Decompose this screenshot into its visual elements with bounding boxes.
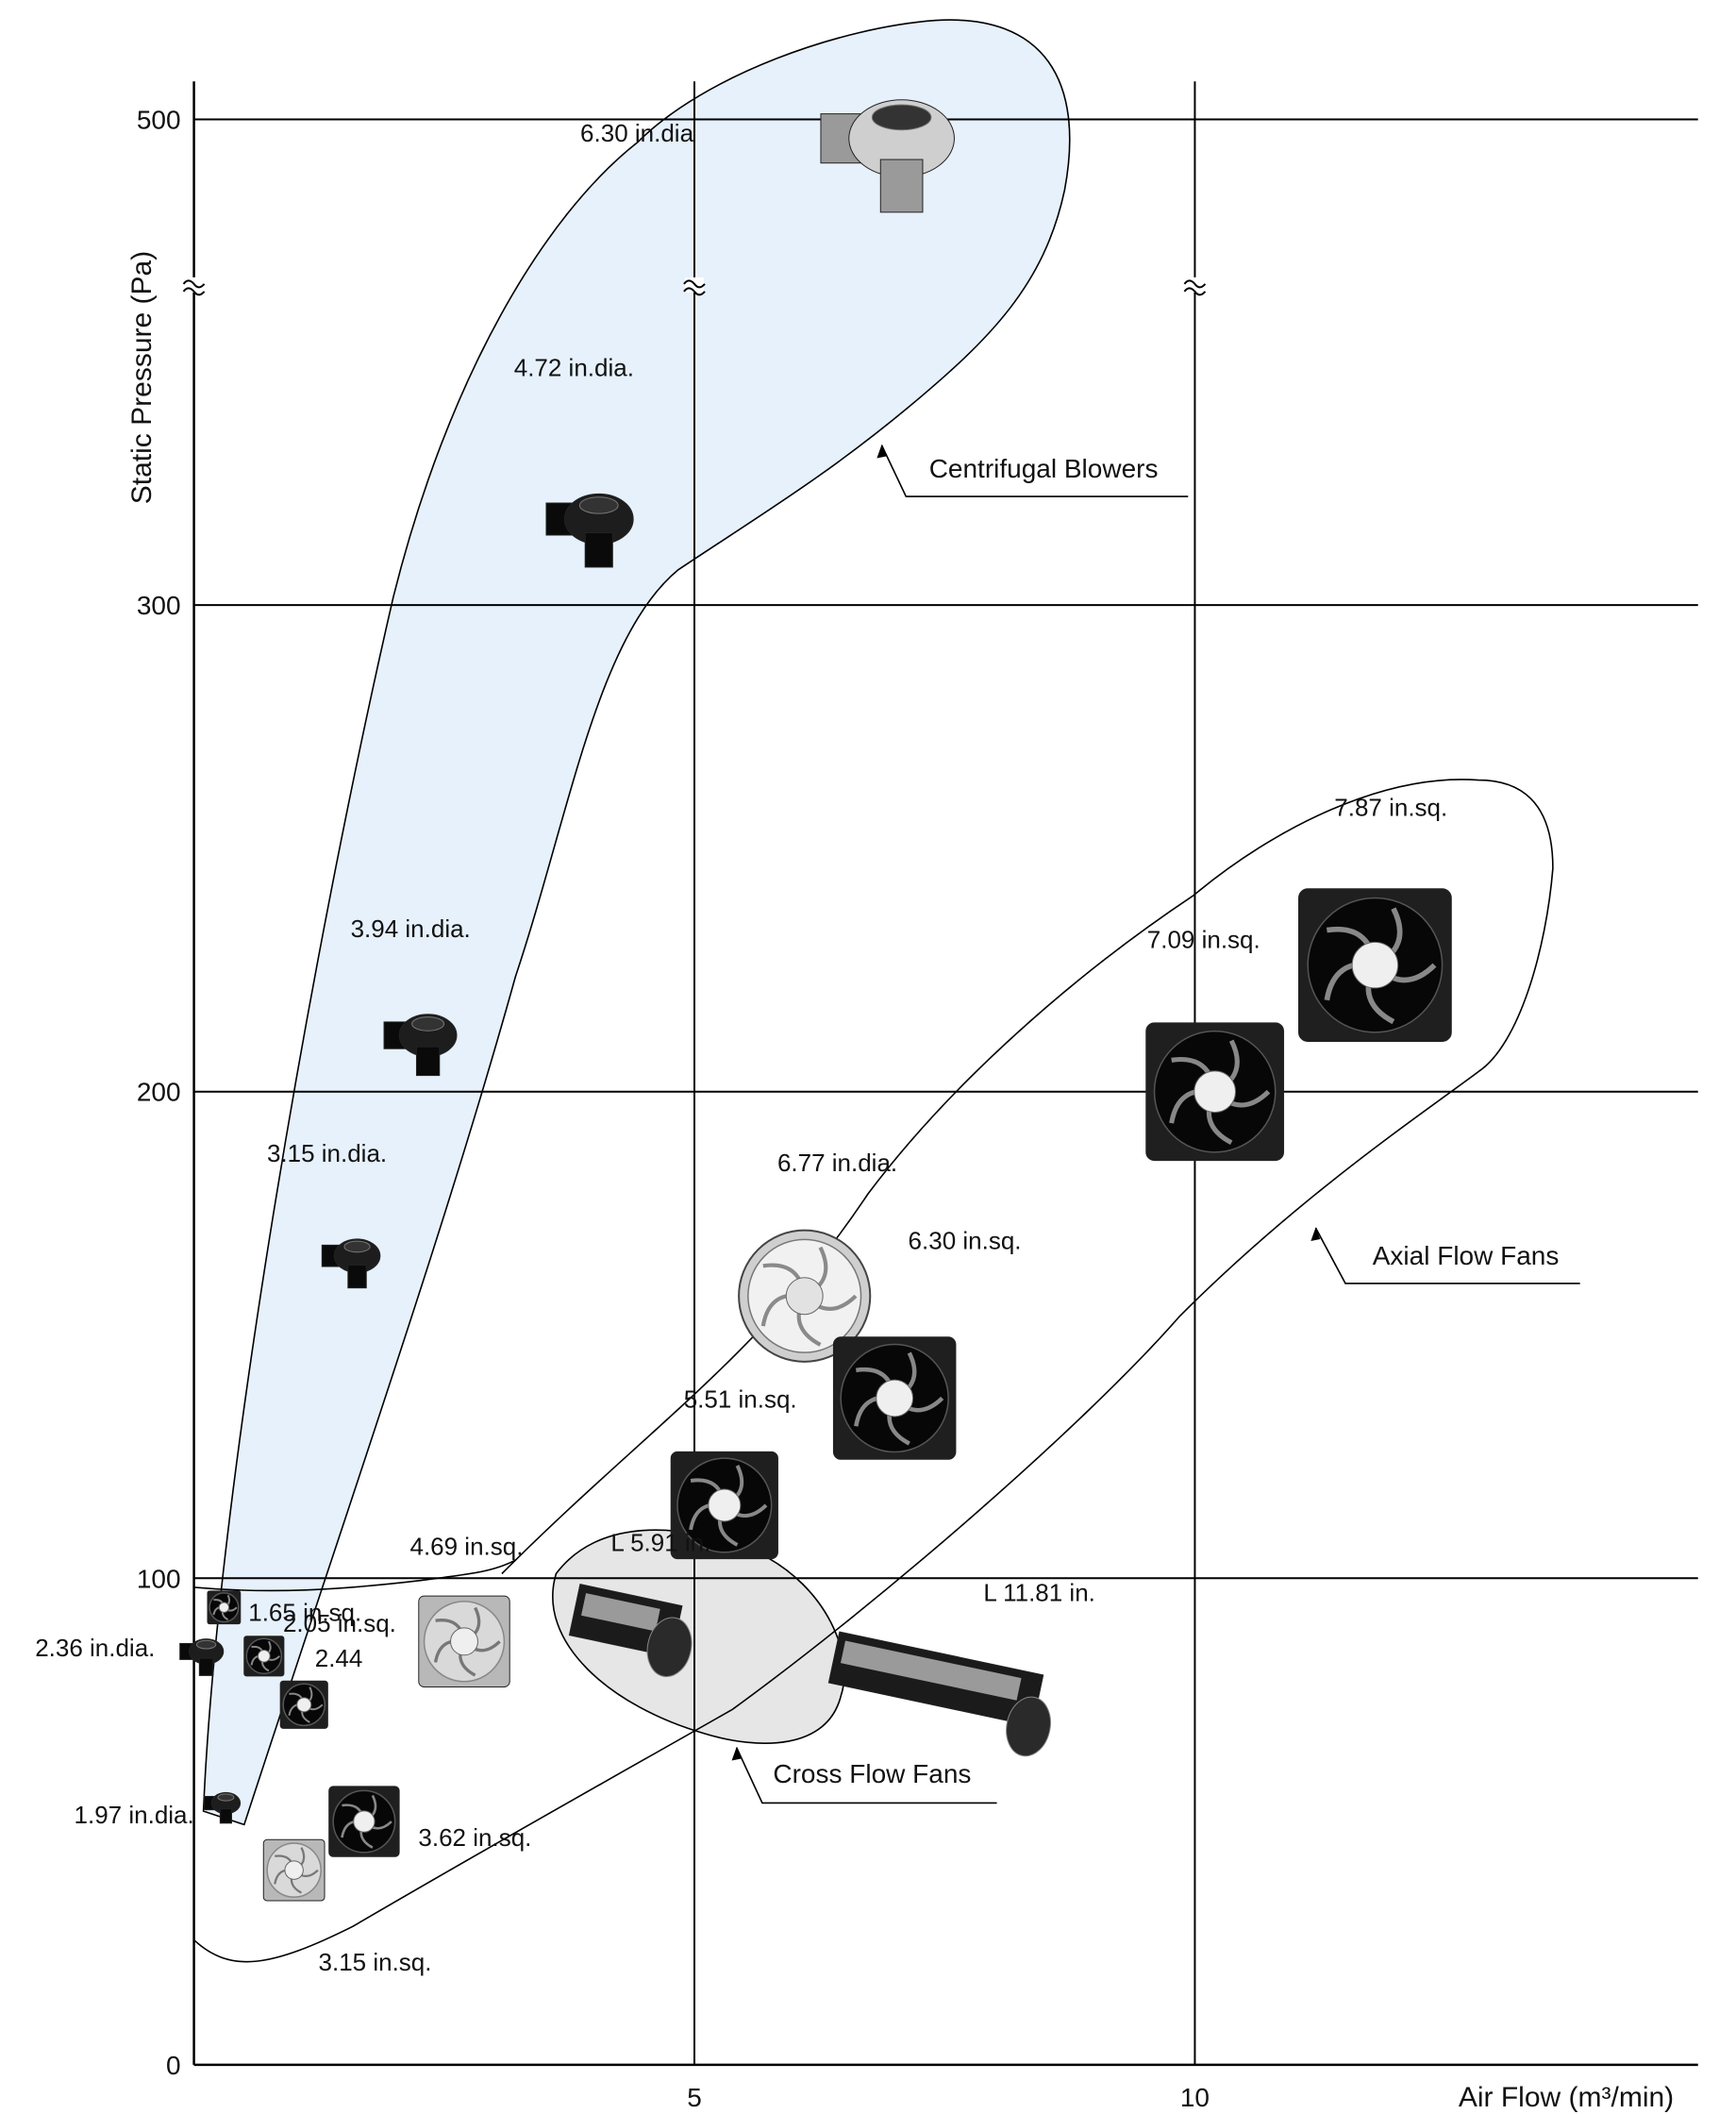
axial-flow-fans-product-6 <box>670 1451 778 1560</box>
cross-flow-fans-product-1 <box>827 1631 1051 1757</box>
fan-hub-label <box>353 1810 376 1833</box>
chart-axes: 0 100 200 300 500 5 10 <box>137 81 1698 2112</box>
axial-flow-fans-product-0 <box>207 1590 242 1625</box>
blower-intake <box>195 1639 217 1650</box>
product-label: 3.62 in.sq. <box>418 1823 531 1852</box>
axial-flow-fans-product-1 <box>243 1636 285 1677</box>
fan-hub-label <box>258 1649 271 1663</box>
blower-motor <box>198 1657 214 1676</box>
product-label: 3.94 in.dia. <box>351 914 471 943</box>
axial-flow-fans-callout-arrow <box>1310 1227 1321 1241</box>
cross-flow-fans-callout-arrow <box>731 1747 742 1761</box>
axis-break-mark <box>182 279 206 289</box>
y-tick-label: 100 <box>137 1564 181 1593</box>
fan-hub-label <box>708 1488 742 1522</box>
centrifugal-blowers-label: Centrifugal Blowers <box>929 454 1159 483</box>
centrifugal-blowers-product-0 <box>203 1791 242 1824</box>
region-centrifugal-blowers <box>202 19 1071 1826</box>
product-label: 5.51 in.sq. <box>684 1384 797 1413</box>
y-tick-label: 300 <box>137 591 181 620</box>
cross-flow-fans-label: Cross Flow Fans <box>773 1759 971 1788</box>
y-tick-label: 200 <box>137 1078 181 1107</box>
product-label: 2.36 in.dia. <box>35 1634 155 1662</box>
y-axis-title: Static Pressure (Pa) <box>126 251 158 504</box>
fan-hub-label <box>284 1860 304 1880</box>
product-label: 3.15 in.dia. <box>267 1139 387 1167</box>
product-label: 1.65 in.sq. <box>248 1599 361 1627</box>
axis-break-mark <box>1183 279 1207 289</box>
blower-motor <box>879 159 924 213</box>
chart-labels: 1.97 in.dia. 2.36 in.dia. 3.15 in.dia. 3.94… <box>35 119 1580 1976</box>
axial-flow-fans-product-4 <box>328 1786 400 1857</box>
product-label: 6.77 in.dia. <box>777 1149 897 1177</box>
axial-flow-fans-product-5 <box>418 1595 510 1688</box>
fan-hub-label <box>876 1379 914 1418</box>
blower-intake <box>411 1016 445 1032</box>
blower-intake <box>871 104 932 131</box>
cross-flow-fans-product-0 <box>568 1584 693 1678</box>
centrifugal-blowers-product-5 <box>820 99 955 213</box>
axial-flow-fans-product-7 <box>738 1229 872 1363</box>
fan-hub-label <box>450 1627 478 1656</box>
y-tick-label: 500 <box>137 106 181 135</box>
centrifugal-blowers-callout-arrow <box>876 445 887 459</box>
axial-flow-fans-product-3 <box>262 1838 326 1902</box>
axis-break-mark <box>683 287 706 296</box>
axial-flow-fans-product-8 <box>832 1336 957 1460</box>
centrifugal-blowers-product-1 <box>179 1638 225 1676</box>
product-label: 7.09 in.sq. <box>1147 925 1260 953</box>
axial-flow-fans-product-10 <box>1298 888 1452 1043</box>
crossflow-rotor <box>581 1593 660 1632</box>
product-label: 4.69 in.sq. <box>409 1532 523 1560</box>
region-axial-flow-fans-upper <box>193 1559 516 1592</box>
blower-intake <box>217 1793 235 1802</box>
fan-hub-label <box>1351 941 1399 989</box>
axial-flow-fans-product-9 <box>1145 1022 1285 1162</box>
axial-flow-fans-product-2 <box>279 1680 328 1729</box>
blower-motor <box>219 1808 232 1824</box>
axis-break-mark <box>1183 287 1207 296</box>
fan-hub-label <box>1194 1070 1237 1114</box>
axial-flow-fans-label: Axial Flow Fans <box>1373 1241 1560 1270</box>
chart-regions <box>193 19 1554 1963</box>
cross-flow-fans-callout-line <box>735 1747 997 1804</box>
fan-hub-label <box>785 1277 824 1316</box>
product-label: 3.15 in.sq. <box>319 1948 432 1976</box>
product-label: 1.97 in.dia. <box>75 1801 194 1829</box>
product-label: 2.44 <box>315 1644 363 1672</box>
x-axis-title: Air Flow (m³/min) <box>1459 2082 1674 2113</box>
blower-motor <box>584 532 613 568</box>
fan-hub-label <box>296 1697 312 1713</box>
centrifugal-blowers-product-3 <box>383 1014 458 1077</box>
product-label: 6.30 in.sq. <box>909 1226 1022 1254</box>
blower-motor <box>347 1264 367 1289</box>
product-label: L 11.81 in. <box>983 1579 1095 1607</box>
product-label: 4.72 in.dia. <box>514 354 634 382</box>
x-tick-label: 5 <box>687 2083 702 2112</box>
region-axial-flow-fans <box>193 779 1554 1963</box>
chart-products <box>179 99 1452 1902</box>
centrifugal-blowers-product-4 <box>545 493 634 568</box>
fan-hub-label <box>218 1602 230 1613</box>
blower-motor <box>415 1046 441 1077</box>
product-label: L 5.91 in. <box>610 1528 710 1556</box>
centrifugal-blowers-product-2 <box>321 1238 381 1289</box>
product-label: 2.05 in.sq. <box>283 1609 396 1637</box>
y-tick-label: 0 <box>166 2051 181 2080</box>
crossflow-rotor <box>840 1640 1022 1701</box>
axial-flow-fans-callout-line <box>1314 1227 1580 1284</box>
blower-intake <box>578 496 619 514</box>
x-tick-label: 10 <box>1180 2083 1210 2112</box>
crossflow-motor <box>646 1617 693 1678</box>
crossflow-motor <box>1006 1696 1051 1757</box>
product-label: 7.87 in.sq. <box>1334 794 1447 822</box>
centrifugal-blowers-callout-line <box>880 445 1189 497</box>
axis-break-mark <box>683 279 706 289</box>
axis-break-mark <box>182 287 206 296</box>
blower-intake <box>343 1240 371 1253</box>
product-label: 6.30 in.dia <box>580 119 694 147</box>
